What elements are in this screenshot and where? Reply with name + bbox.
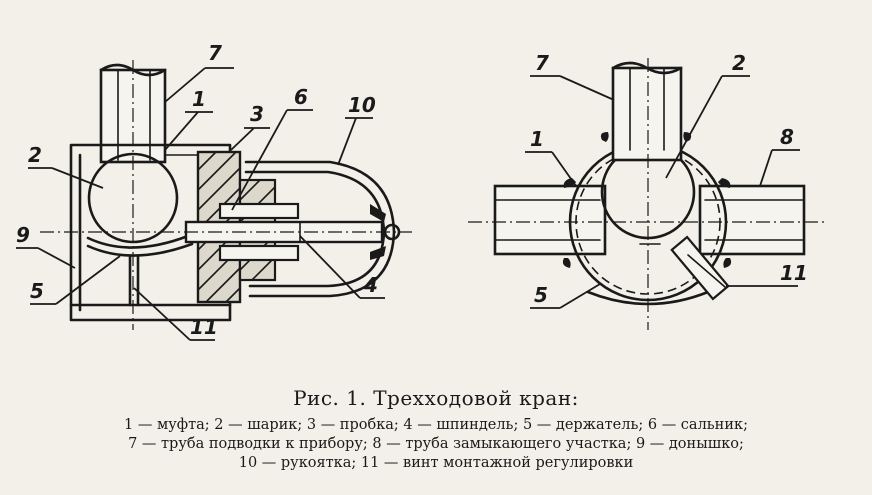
callout-2-left: 2 [28,143,42,167]
left-callout-numbers: 7 1 3 6 10 2 9 5 4 11 [16,41,378,339]
callout-7-left: 7 [208,41,222,65]
callout-5-left: 5 [30,279,44,303]
callout-6-left: 6 [294,85,308,109]
callout-8-right: 8 [780,125,794,149]
legend-line-3: 10 — рукоятка; 11 — винт монтажной регул… [238,455,634,471]
callout-11-right: 11 [780,261,808,285]
callout-5-right: 5 [534,283,548,307]
figure-caption: Рис. 1. Трехходовой кран: 1 — муфта; 2 —… [0,386,872,473]
callout-1-left: 1 [192,87,206,111]
right-callout-numbers: 7 2 1 8 5 11 [530,51,808,307]
legend-line-1: 1 — муфта; 2 — шарик; 3 — пробка; 4 — шп… [124,417,748,433]
callout-1-right: 1 [530,127,544,151]
left-section-view [16,60,412,341]
callout-10-left: 10 [348,93,376,117]
callout-2-right: 2 [732,51,746,75]
callout-4-left: 4 [363,273,378,297]
right-plan-view [468,58,826,330]
callout-3-left: 3 [250,102,264,126]
three-way-valve-drawing: 7 1 3 6 10 2 9 5 4 11 7 2 1 8 5 11 [16,41,826,341]
callout-9-left: 9 [16,223,30,247]
legend-line-2: 7 — труба подводки к прибору; 8 — труба … [128,436,744,452]
callout-11-left: 11 [190,315,218,339]
caption-title: Рис. 1. Трехходовой кран: [293,386,579,410]
callout-7-right: 7 [535,51,549,75]
